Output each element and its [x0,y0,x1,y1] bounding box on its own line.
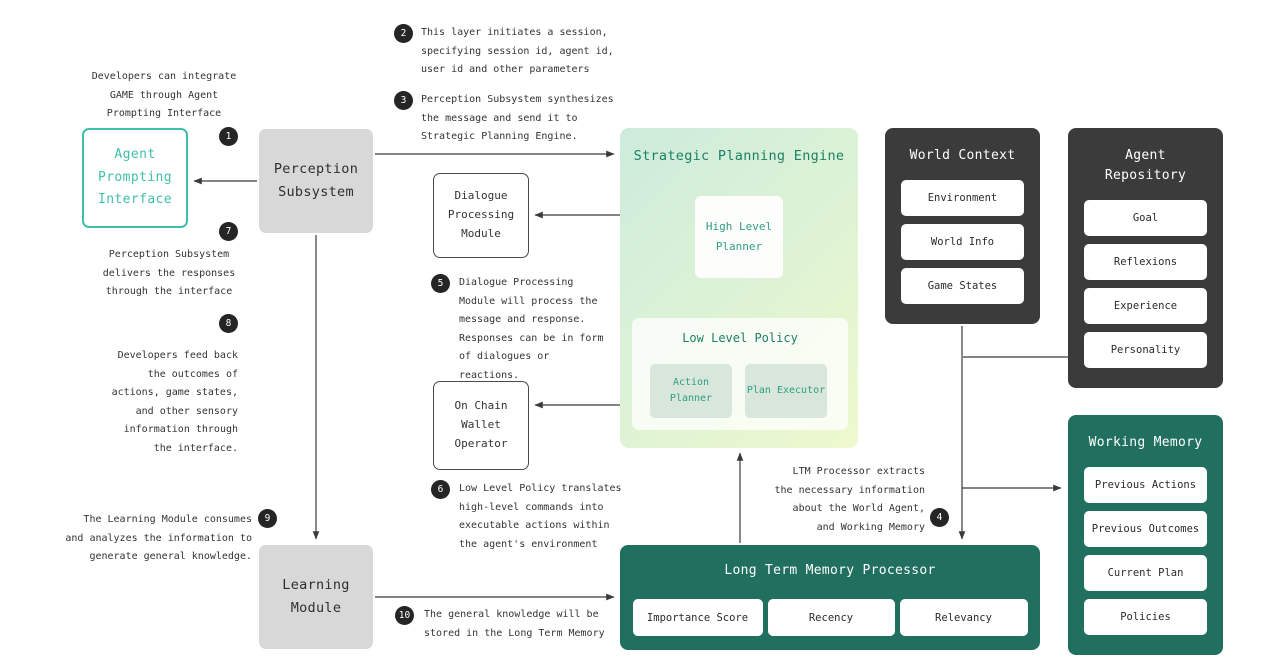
step-badge-8: 8 [219,314,238,333]
step-badge-2: 2 [394,24,413,43]
learning-module-node: Learning Module [259,545,373,649]
annotation-2: This layer initiates a session, specifyi… [421,27,614,75]
step-badge-4: 4 [930,508,949,527]
strategic-planning-engine-title: Strategic Planning Engine [633,148,845,164]
annotation-7: Perception Subsystem delivers the respon… [102,249,236,297]
step-badge-3: 3 [394,91,413,110]
perception-subsystem-node: Perception Subsystem [259,129,373,233]
step-badge-7: 7 [219,222,238,241]
agent-repository-item: Personality [1084,332,1207,369]
annotation-1: Developers can integrate GAME through Ag… [91,71,237,119]
annotation-3: Perception Subsystem synthesizes the mes… [421,94,614,142]
step-badge-6: 6 [431,480,450,499]
annotation-6: Low Level Policy translates high-level c… [459,483,622,550]
low-level-policy-panel: Low Level Policy Action Planner Plan Exe… [632,318,848,430]
ltm-criteria-item: Importance Score [632,599,763,637]
annotation-10: The general knowledge will be stored in … [424,609,605,639]
working-memory-title: Working Memory [1088,435,1203,450]
step-badge-10: 10 [395,606,414,625]
action-planner-node: Action Planner [650,364,732,418]
step-badge-1: 1 [219,127,238,146]
long-term-memory-processor-title: Long Term Memory Processor [724,563,936,578]
annotation-8: Developers feed back the outcomes of act… [111,350,238,454]
world-context-item: Game States [901,268,1024,305]
world-context-panel: World Context Environment World Info Gam… [885,128,1040,324]
plan-executor-node: Plan Executor [745,364,827,418]
ltm-criteria-item: Relevancy [899,599,1028,637]
working-memory-item: Policies [1084,599,1207,636]
agent-repository-panel: Agent Repository Goal Reflexions Experie… [1068,128,1223,388]
agent-prompting-interface-node: Agent Prompting Interface [82,128,188,228]
agent-repository-item: Experience [1084,288,1207,325]
working-memory-item: Current Plan [1084,555,1207,592]
working-memory-item: Previous Outcomes [1084,511,1207,548]
world-context-title: World Context [909,148,1016,163]
annotation-4: LTM Processor extracts the necessary inf… [774,466,925,533]
step-badge-9: 9 [258,509,277,528]
step-badge-5: 5 [431,274,450,293]
ltm-criteria-row: Importance Score Recency Relevancy [632,599,1028,637]
dialogue-processing-module-node: Dialogue Processing Module [433,173,529,258]
long-term-memory-processor-panel: Long Term Memory Processor Importance Sc… [620,545,1040,650]
world-context-item: Environment [901,180,1024,217]
on-chain-wallet-operator-node: On Chain Wallet Operator [433,381,529,470]
working-memory-panel: Working Memory Previous Actions Previous… [1068,415,1223,655]
working-memory-item: Previous Actions [1084,467,1207,504]
world-context-item: World Info [901,224,1024,261]
low-level-policy-title: Low Level Policy [682,331,798,345]
agent-repository-title: Agent Repository [1104,148,1187,184]
ltm-criteria-item: Recency [767,599,895,637]
agent-repository-item: Goal [1084,200,1207,237]
annotation-9: The Learning Module consumes and analyze… [65,514,252,562]
agent-repository-item: Reflexions [1084,244,1207,281]
annotation-5: Dialogue Processing Module will process … [459,277,604,381]
high-level-planner-node: High Level Planner [695,196,783,278]
